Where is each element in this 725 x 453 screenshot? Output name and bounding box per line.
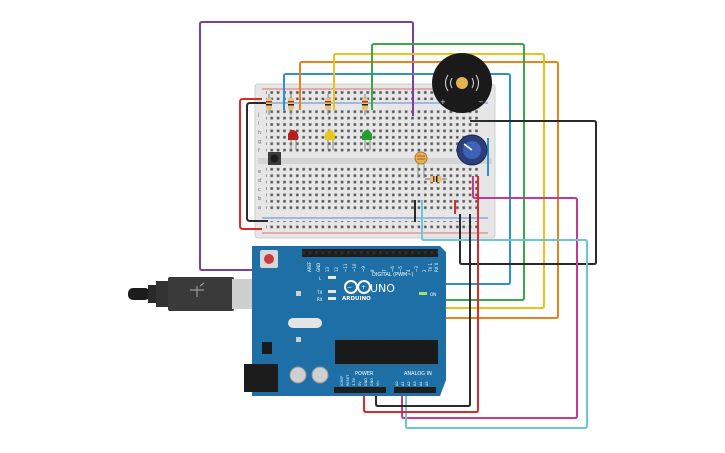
row-letter-h: h xyxy=(258,130,261,136)
led-icon[interactable] xyxy=(362,130,372,150)
pin-label-12: 12 xyxy=(334,266,339,272)
tx-led-label: TX xyxy=(316,290,322,295)
pin-label-8: 8 xyxy=(370,269,375,272)
crystal xyxy=(288,318,322,328)
pin-label-7: 7 xyxy=(382,269,387,272)
wire-black-rail[interactable] xyxy=(246,102,268,222)
wire-magenta[interactable] xyxy=(401,176,578,419)
pin-label-4: 4 xyxy=(406,269,411,272)
on-led-label: ON xyxy=(430,292,436,297)
power-pin-vin: Vin xyxy=(376,380,380,386)
power-pin-5v: 5V xyxy=(358,381,362,386)
row-letter-b: b xyxy=(258,196,261,202)
microcontroller-chip xyxy=(335,340,438,364)
svg-text:−: − xyxy=(347,284,352,291)
svg-text:−: − xyxy=(478,98,484,106)
photoresistor-icon[interactable] xyxy=(414,151,428,178)
power-pin-gnd2: GND xyxy=(370,378,374,386)
pin-label-aref: AREF xyxy=(307,261,312,272)
pin-label-tx: TX 1 xyxy=(428,263,433,273)
resistor-icon[interactable] xyxy=(425,176,447,182)
row-letter-j: j xyxy=(257,112,259,118)
row-letter-i: i xyxy=(258,121,259,127)
resistor-icon[interactable] xyxy=(266,94,272,115)
wire-black-buzzer[interactable] xyxy=(459,120,597,265)
wire-orange[interactable] xyxy=(299,61,559,319)
led-icon[interactable] xyxy=(288,130,298,150)
svg-text:+: + xyxy=(440,98,446,106)
rx-led-label: RX xyxy=(317,297,323,302)
pin-label-3: ~3 xyxy=(414,266,419,272)
row-letter-e: e xyxy=(258,169,261,175)
svg-text:+: + xyxy=(361,284,366,291)
reset-button-icon[interactable] xyxy=(260,250,278,268)
arduino-board[interactable]: AREF GND 13 12 ~11 ~10 ~9 8 7 ~6 ~5 4 ~3… xyxy=(244,246,446,396)
power-pin-gnd1: GND xyxy=(364,378,368,386)
pin-label-11: ~11 xyxy=(343,263,348,272)
analog-pin-a1: A1 xyxy=(401,381,405,386)
brand-label: ARDUINO xyxy=(342,296,371,302)
l-led-label: L xyxy=(319,276,322,281)
buzzer-icon[interactable]: + − xyxy=(432,53,492,113)
power-section-label: POWER xyxy=(355,371,374,377)
wire-cyan[interactable] xyxy=(405,200,588,429)
analog-pin-a4: A4 xyxy=(419,381,423,386)
power-jack[interactable] xyxy=(244,364,278,392)
resistor-icon[interactable] xyxy=(325,94,331,115)
potentiometer-icon[interactable] xyxy=(456,134,488,166)
wire-green[interactable] xyxy=(371,43,525,301)
power-pin-3v3: 3.3V xyxy=(352,377,356,386)
analog-section-label: ANALOG IN xyxy=(404,371,432,377)
pin-label-gnd: GND xyxy=(316,263,321,272)
digital-section-label: DIGITAL (PWM~) xyxy=(372,272,414,278)
wire-blue[interactable] xyxy=(283,73,511,285)
pin-label-5: ~5 xyxy=(398,266,403,272)
analog-pin-a2: A2 xyxy=(407,381,411,386)
model-label: UNO xyxy=(370,282,395,295)
pushbutton-icon[interactable] xyxy=(268,152,281,165)
power-pin-ioref: IOREF xyxy=(340,376,344,386)
analog-header[interactable] xyxy=(394,387,436,393)
row-letter-c: c xyxy=(258,187,261,193)
wire-red-5v[interactable] xyxy=(363,176,479,413)
arduino-logo: − + xyxy=(344,280,371,294)
led-icon[interactable] xyxy=(325,130,335,150)
resistor-icon[interactable] xyxy=(362,94,368,115)
pin-label-2: 2 xyxy=(422,269,427,272)
power-pin-reset: RESET xyxy=(346,374,350,386)
wires xyxy=(199,21,597,429)
wire-purple[interactable] xyxy=(199,21,414,271)
analog-pin-a0: A0 xyxy=(395,381,399,386)
usb-plug-icon[interactable] xyxy=(128,277,256,311)
wire-yellow[interactable] xyxy=(333,53,545,309)
wire-black-gnd[interactable] xyxy=(375,214,471,407)
row-letter-g: g xyxy=(258,139,261,145)
pin-label-9: ~9 xyxy=(361,266,366,272)
resistor-icon[interactable] xyxy=(288,94,294,115)
pin-label-rx: RX 0 xyxy=(434,262,439,272)
power-header[interactable] xyxy=(334,387,386,393)
pin-label-13: 13 xyxy=(325,266,330,272)
wire-red-rail[interactable] xyxy=(239,98,262,230)
analog-pin-a3: A3 xyxy=(413,381,417,386)
row-letter-f: f xyxy=(258,148,260,154)
pin-label-6: ~6 xyxy=(390,266,395,272)
analog-pin-a5: A5 xyxy=(425,381,429,386)
row-letter-a: a xyxy=(258,205,261,211)
row-letter-d: d xyxy=(258,178,261,184)
pin-label-10: ~10 xyxy=(352,263,357,272)
